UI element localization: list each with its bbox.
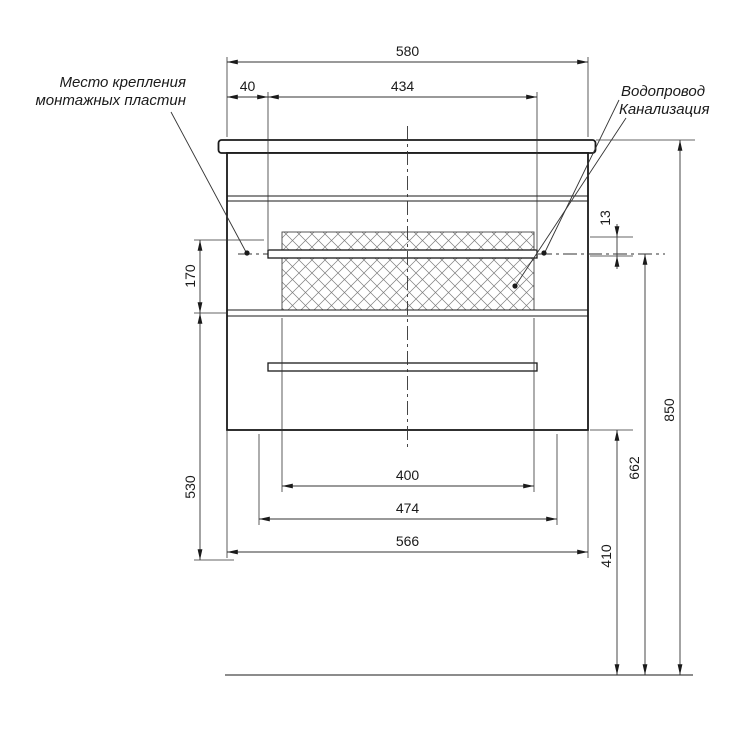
annotations: Место крепления монтажных пластин Водопр… bbox=[36, 74, 710, 289]
label-sewerage: Канализация bbox=[619, 101, 710, 118]
dim-upper-section: 170 bbox=[182, 239, 264, 314]
dim-text-body-width: 566 bbox=[396, 533, 420, 549]
dim-text-overall-width: 580 bbox=[396, 43, 420, 59]
dim-plate-gap: 13 bbox=[590, 210, 633, 269]
label-water-supply: Водопровод bbox=[621, 83, 705, 100]
mounting-hatch-area bbox=[281, 231, 535, 311]
mounting-plate-bar bbox=[267, 249, 538, 259]
dim-drain-height: 662 bbox=[626, 253, 648, 676]
dim-body-width: 566 bbox=[226, 430, 589, 558]
dim-panel-width: 474 bbox=[258, 434, 558, 525]
dim-plate-width: 434 bbox=[267, 78, 538, 249]
dim-text-panel-width: 474 bbox=[396, 500, 420, 516]
dim-text-upper-section: 170 bbox=[182, 264, 198, 288]
cabinet bbox=[217, 126, 693, 676]
dim-text-plate-offset: 40 bbox=[240, 78, 256, 94]
leader-dot-water-supply bbox=[541, 250, 547, 256]
dim-overall-width: 580 bbox=[226, 43, 589, 137]
dim-text-floor-clearance: 410 bbox=[598, 544, 614, 568]
dim-text-opening-width: 400 bbox=[396, 467, 420, 483]
dim-floor-clearance: 410 bbox=[590, 429, 633, 676]
dim-overall-height: 850 bbox=[596, 139, 695, 676]
dim-text-plate-width: 434 bbox=[391, 78, 415, 94]
dim-opening-width: 400 bbox=[281, 318, 535, 492]
countertop bbox=[217, 139, 597, 154]
drawer-handle-bar bbox=[267, 362, 538, 372]
label-mounting-plate-line2: монтажных пластин bbox=[36, 92, 186, 109]
leader-sewerage bbox=[515, 117, 627, 286]
leader-mounting-plate bbox=[170, 111, 247, 253]
leader-dot-mounting-plate bbox=[244, 250, 250, 256]
dim-text-overall-height: 850 bbox=[661, 398, 677, 422]
dim-text-plate-gap: 13 bbox=[597, 210, 613, 226]
dim-lower-section: 530 bbox=[182, 312, 234, 561]
label-mounting-plate-line1: Место крепления bbox=[60, 74, 186, 91]
leader-water-supply bbox=[544, 99, 620, 253]
dim-plate-offset: 40 bbox=[226, 78, 269, 249]
dim-text-drain-height: 662 bbox=[626, 456, 642, 480]
leader-dot-sewerage bbox=[512, 283, 518, 289]
dim-text-lower-section: 530 bbox=[182, 475, 198, 499]
